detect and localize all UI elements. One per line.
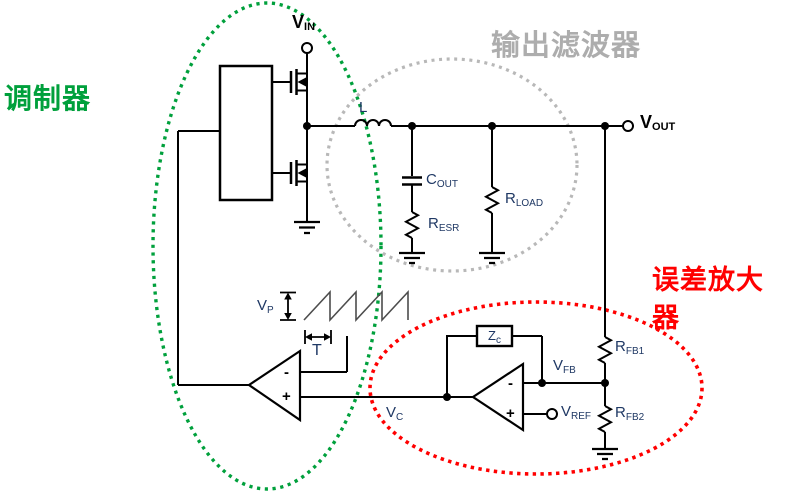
high-side-mosfet-icon (289, 69, 307, 95)
junction-dots (303, 122, 609, 401)
ground-symbol-rload (479, 251, 505, 265)
rfb1-label: RFB1 (615, 338, 645, 357)
comparator-minus-sign: - (284, 364, 289, 381)
rfb2-label: RFB2 (615, 404, 645, 423)
vp-label: VP (257, 297, 274, 316)
resistor-fb2 (596, 405, 614, 433)
vout-label: VOUT (640, 112, 676, 133)
inductor-label: L (359, 99, 368, 116)
resistor-esr (403, 211, 421, 239)
ground-symbol-rfb2 (592, 447, 618, 461)
vout-terminal (622, 120, 634, 132)
vp-measure-arrow (280, 291, 296, 321)
resistor-load (483, 186, 501, 214)
output-filter-region-ellipse (325, 57, 579, 273)
low-side-mosfet-icon (289, 160, 307, 186)
vfb-label: VFB (553, 357, 576, 376)
vref-label: VREF (561, 403, 592, 422)
error-amp-plus-sign: + (506, 405, 515, 422)
vc-label: VC (386, 404, 404, 423)
output-capacitor-icon (402, 176, 422, 186)
comparator-plus-sign: + (282, 388, 291, 405)
ground-symbol-switch (294, 220, 320, 235)
vref-terminal (546, 408, 558, 420)
error-amplifier-region-ellipse (368, 300, 704, 476)
zc-label: Zc (488, 328, 501, 346)
t-label: T (312, 342, 322, 359)
resr-label: RESR (428, 215, 460, 234)
ground-symbol-cout (399, 251, 425, 265)
error-amp-triangle (471, 361, 525, 433)
sawtooth-waveform (303, 289, 409, 323)
error-amp-minus-sign: - (508, 375, 513, 392)
modulator-region-ellipse (151, 1, 383, 491)
resistor-fb1 (596, 336, 614, 364)
error-amplifier-region-label: 误差放大器 (652, 265, 764, 333)
inductor-coil (354, 119, 392, 127)
vin-terminal (301, 42, 313, 54)
vin-label: VIN (292, 12, 316, 33)
output-filter-region-label: 输出滤波器 (491, 30, 642, 62)
comparator-triangle (247, 348, 302, 423)
driver-box (218, 64, 274, 202)
modulator-region-label: 调制器 (4, 83, 92, 114)
cout-label: COUT (426, 171, 458, 190)
terminal-circles (301, 42, 634, 420)
rload-label: RLOAD (505, 190, 544, 209)
t-measure-arrow (304, 330, 332, 344)
zc-box (475, 324, 514, 348)
